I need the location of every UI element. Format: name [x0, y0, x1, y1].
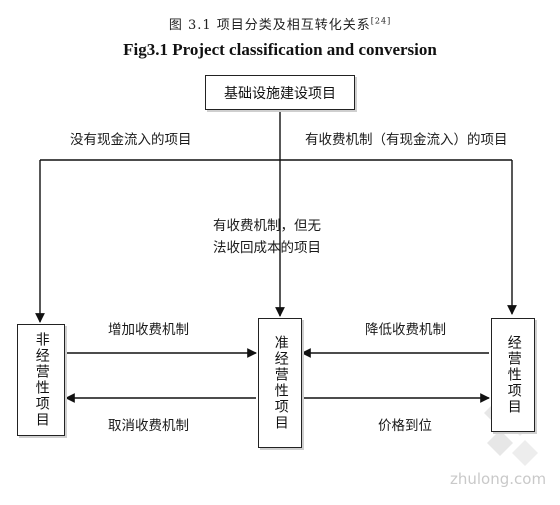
root-node-label: 基础设施建设项目	[224, 85, 336, 102]
center-node-label: 准经营性项目	[272, 335, 289, 431]
label-no-cash-flow: 没有现金流入的项目	[70, 132, 192, 148]
label-price-in-place: 价格到位	[378, 418, 432, 434]
center-node-quasi-operating: 准经营性项目	[258, 318, 302, 448]
watermark-text: zhulong.com	[450, 470, 547, 488]
root-node-infrastructure: 基础设施建设项目	[205, 75, 355, 110]
label-toll-with-cash: 有收费机制（有现金流入）的项目	[305, 132, 508, 148]
label-cancel-toll: 取消收费机制	[108, 418, 189, 434]
label-toll-no-recovery-1: 有收费机制，但无	[213, 218, 321, 234]
right-node-label: 经营性项目	[505, 335, 522, 415]
left-node-non-operating: 非经营性项目	[17, 324, 65, 436]
figure-caption-cn: 图 3.1 项目分类及相互转化关系[24]	[0, 14, 560, 33]
figure-caption-en: Fig3.1 Project classification and conver…	[123, 40, 437, 59]
right-node-operating: 经营性项目	[491, 318, 535, 432]
label-reduce-toll: 降低收费机制	[365, 322, 446, 338]
label-toll-no-recovery-2: 法收回成本的项目	[213, 240, 321, 256]
left-node-label: 非经营性项目	[33, 332, 50, 428]
caption-cn-text: 图 3.1 项目分类及相互转化关系	[168, 18, 371, 33]
label-add-toll: 增加收费机制	[108, 322, 189, 338]
caption-reference: [24]	[370, 16, 392, 26]
